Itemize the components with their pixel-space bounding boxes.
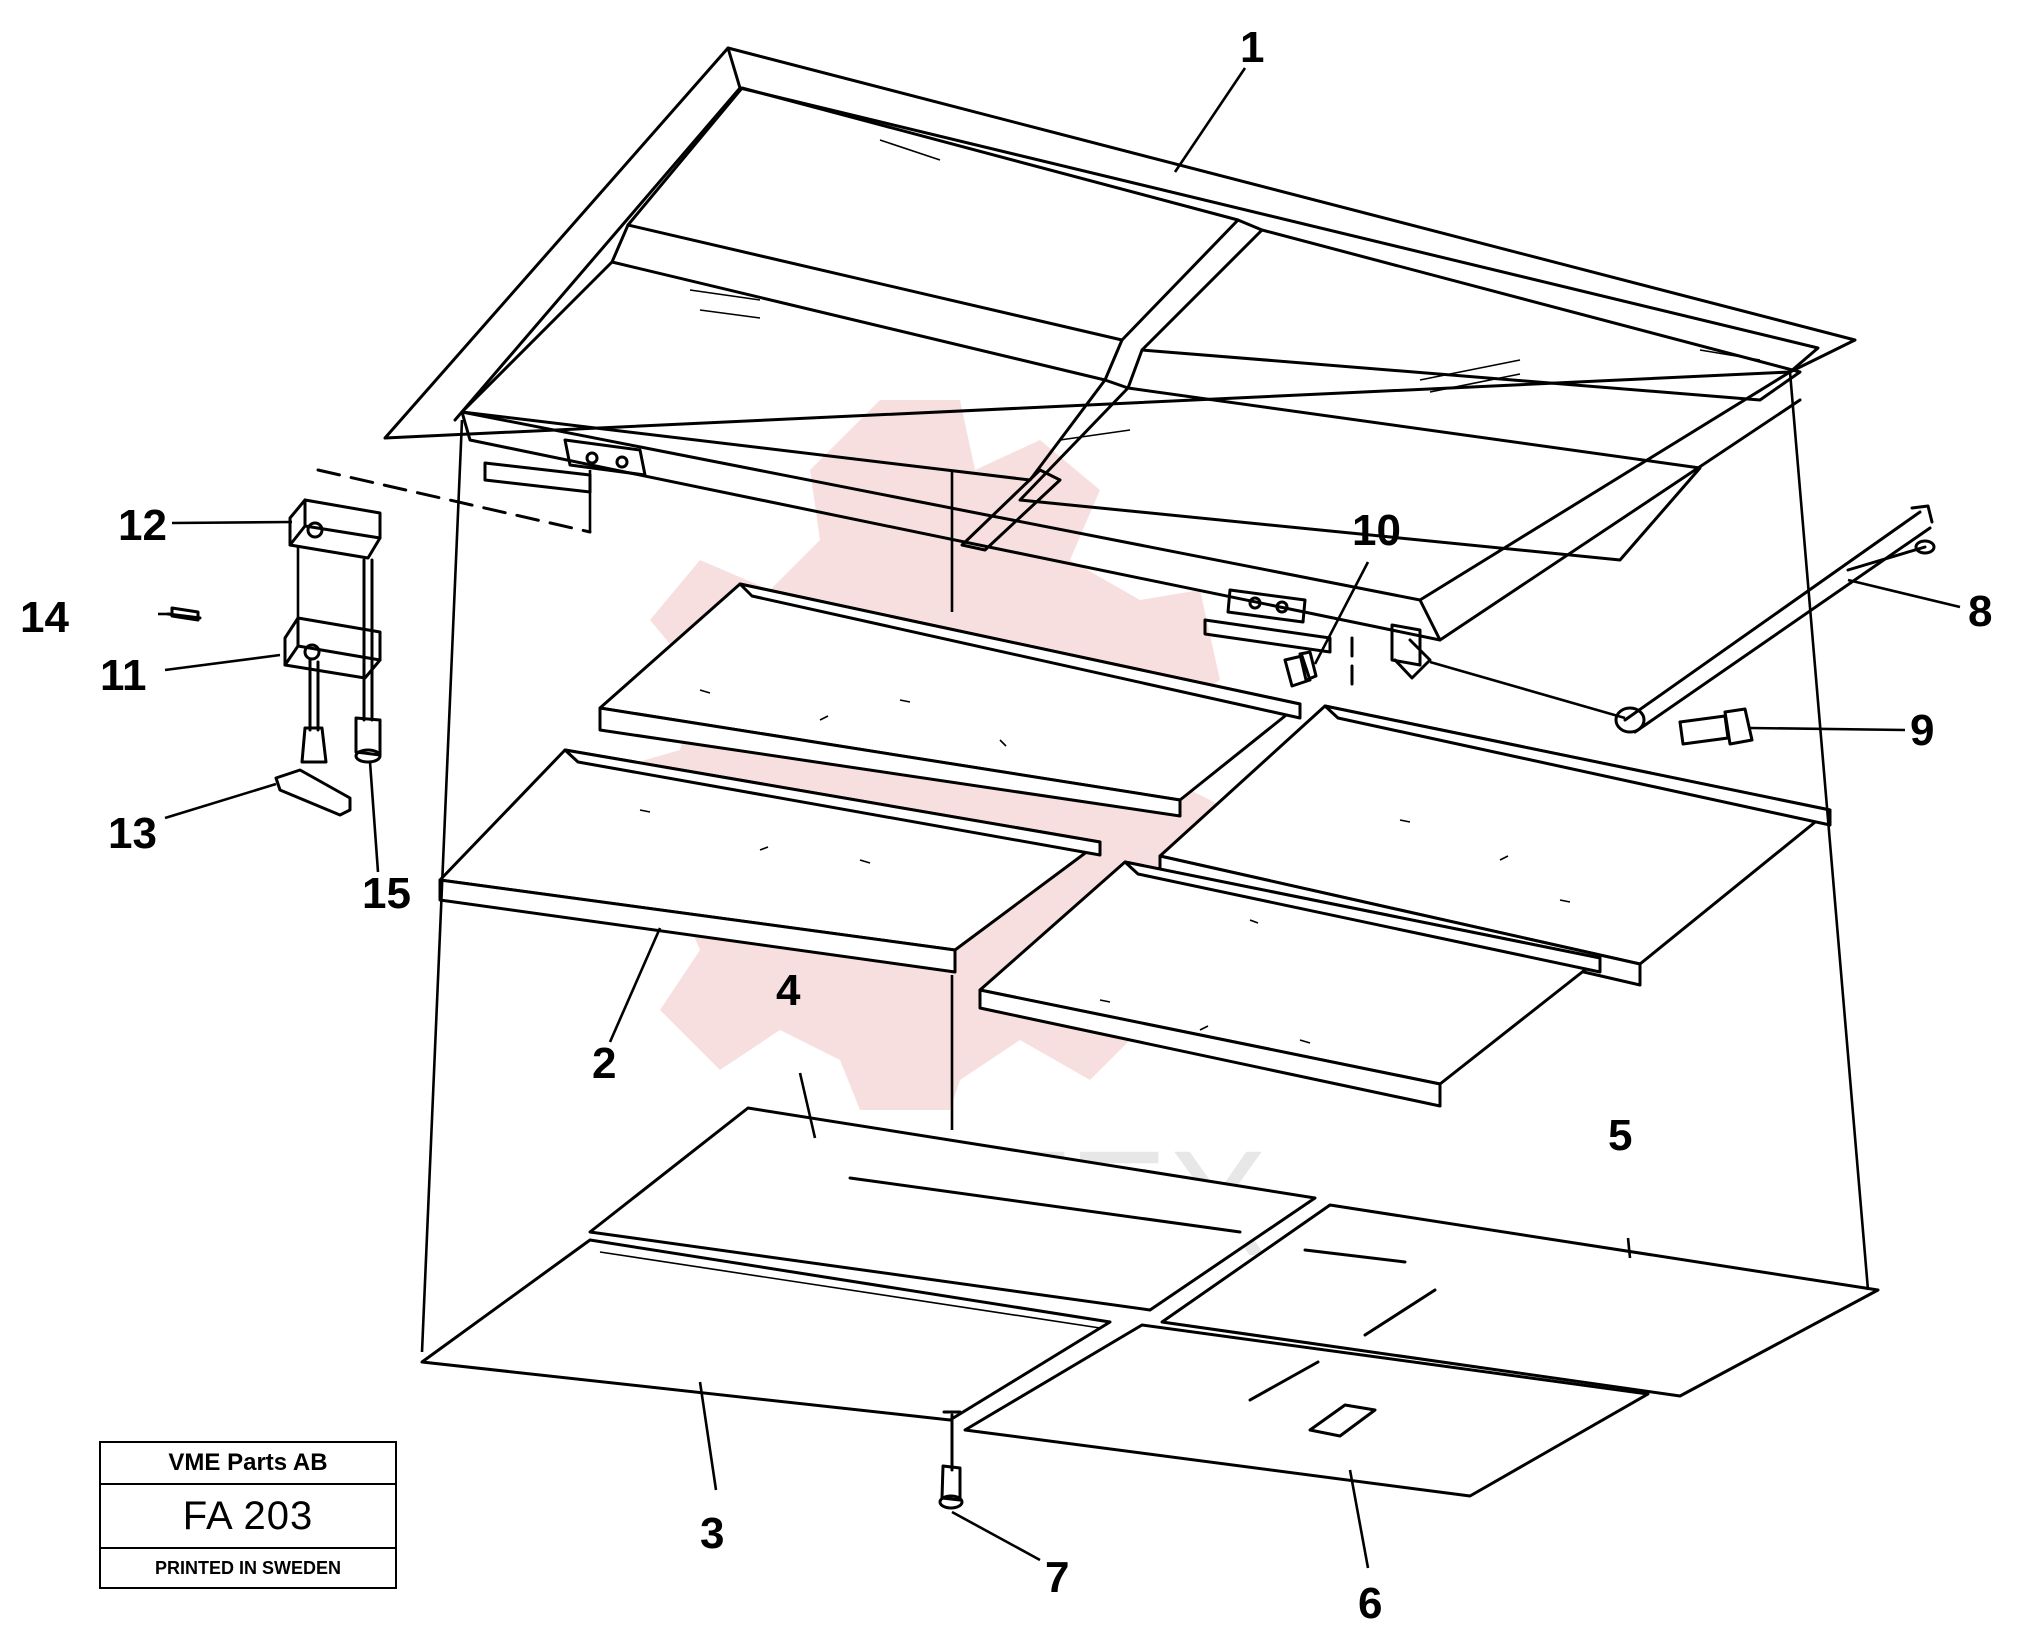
callout-4: 4 bbox=[776, 966, 801, 1015]
callout-11: 11 bbox=[100, 651, 147, 700]
callout-10: 10 bbox=[1352, 506, 1401, 555]
callout-14: 14 bbox=[20, 593, 69, 642]
callout-8: 8 bbox=[1968, 587, 1992, 636]
leader-lines bbox=[158, 67, 1961, 1569]
callout-5: 5 bbox=[1608, 1111, 1632, 1160]
part-1-roof-frame bbox=[383, 46, 1857, 680]
callout-13: 13 bbox=[108, 809, 157, 858]
title-block-company: VME Parts AB bbox=[101, 1443, 395, 1485]
part-12-bracket bbox=[288, 498, 382, 560]
part-14-pin bbox=[166, 606, 202, 622]
part-6-headliner-right-front bbox=[963, 1323, 1650, 1498]
part-10-nut bbox=[1283, 650, 1318, 688]
callout-labels: 1 2 3 4 5 6 7 8 9 10 11 12 13 14 15 bbox=[20, 23, 1992, 1628]
construction-lines bbox=[420, 371, 1870, 1353]
part-3-headliner-left-front bbox=[420, 1238, 1112, 1422]
title-block-drawing-code: FA 203 bbox=[101, 1485, 395, 1549]
callout-15: 15 bbox=[362, 869, 411, 918]
callout-1: 1 bbox=[1240, 23, 1264, 72]
part-11-bracket bbox=[283, 616, 382, 680]
callout-6: 6 bbox=[1358, 1579, 1382, 1628]
title-block-printed-note: PRINTED IN SWEDEN bbox=[154, 1557, 341, 1578]
callout-3: 3 bbox=[700, 1509, 724, 1558]
part-4-headliner-left-rear bbox=[588, 1106, 1317, 1312]
part-13-tbolt bbox=[274, 658, 352, 817]
dashed-connector bbox=[316, 468, 592, 534]
title-block: VME Parts AB FA 203 PRINTED IN SWEDEN bbox=[99, 1441, 397, 1589]
callout-9: 9 bbox=[1910, 706, 1934, 755]
part-8-rod bbox=[1614, 504, 1936, 734]
callout-2: 2 bbox=[592, 1039, 616, 1088]
part-5-headliner-right-rear bbox=[1160, 1203, 1880, 1398]
part-15-bolt bbox=[354, 558, 382, 764]
callout-7: 7 bbox=[1045, 1553, 1069, 1602]
callout-12: 12 bbox=[118, 501, 167, 550]
part-7-screw bbox=[938, 1410, 964, 1510]
part-2-insulation-panels bbox=[438, 582, 1832, 1108]
part-9-bolt bbox=[1678, 707, 1754, 746]
